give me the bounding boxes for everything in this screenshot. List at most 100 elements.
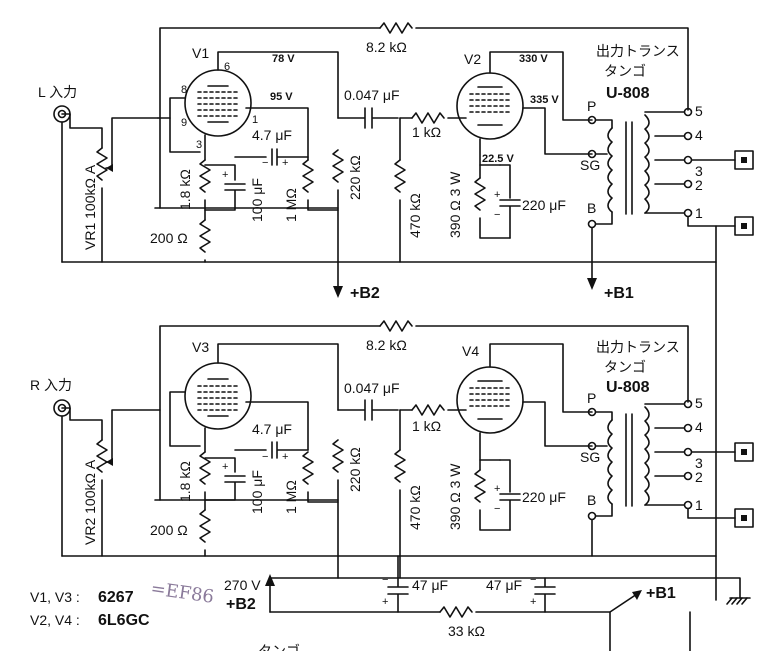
svg-text:+: +	[530, 596, 536, 608]
vr1-label: VR1 100kΩ A	[82, 164, 98, 250]
svg-text:1 kΩ: 1 kΩ	[412, 418, 441, 434]
svg-text:6267: 6267	[98, 589, 134, 606]
svg-text:B: B	[587, 200, 596, 216]
svg-text:出力トランス: 出力トランス	[596, 339, 680, 355]
svg-text:タンゴ: タンゴ	[258, 643, 300, 651]
svg-text:タンゴ: タンゴ	[604, 359, 646, 375]
svg-text:0.047 μF: 0.047 μF	[344, 87, 400, 103]
svg-text:100 μF: 100 μF	[249, 178, 265, 222]
svg-text:−: −	[262, 157, 268, 169]
svg-text:1.8 kΩ: 1.8 kΩ	[177, 461, 193, 502]
svg-text:0.047 μF: 0.047 μF	[344, 380, 400, 396]
svg-text:2: 2	[695, 177, 703, 193]
svg-text:+B1: +B1	[646, 585, 676, 602]
svg-text:33 kΩ: 33 kΩ	[448, 623, 485, 639]
svg-text:3: 3	[695, 163, 703, 179]
v1-tube	[184, 69, 252, 137]
svg-text:1: 1	[695, 205, 703, 221]
svg-text:−: −	[494, 503, 500, 515]
svg-text:+: +	[494, 189, 500, 201]
svg-text:4: 4	[695, 127, 703, 143]
power-section: − + 47 μF − + 47 μF +B1 33 kΩ 270 V +B2	[224, 555, 751, 651]
svg-text:6: 6	[224, 61, 230, 73]
right-output-transformer: P SG B 5 4 3 2 1	[580, 390, 703, 521]
svg-text:220 μF: 220 μF	[522, 197, 566, 213]
svg-text:8: 8	[181, 84, 187, 96]
svg-text:4.7 μF: 4.7 μF	[252, 127, 292, 143]
svg-text:8.2 kΩ: 8.2 kΩ	[366, 39, 407, 55]
svg-text:P: P	[587, 390, 596, 406]
svg-text:470 kΩ: 470 kΩ	[407, 193, 423, 238]
svg-text:1 MΩ: 1 MΩ	[283, 480, 299, 514]
svg-text:−: −	[382, 574, 388, 586]
svg-text:220 μF: 220 μF	[522, 489, 566, 505]
svg-text:3: 3	[196, 139, 202, 151]
left-input-label: L 入力	[38, 84, 77, 100]
svg-text:+B2: +B2	[226, 596, 256, 613]
svg-text:SG: SG	[580, 449, 600, 465]
svg-text:9: 9	[181, 117, 187, 129]
v4-label: V4	[462, 343, 479, 359]
svg-text:+B2: +B2	[350, 285, 380, 302]
svg-text:V2, V4 :: V2, V4 :	[30, 612, 80, 628]
svg-text:100 μF: 100 μF	[249, 470, 265, 514]
svg-text:78 V: 78 V	[272, 53, 295, 65]
svg-text:2: 2	[695, 469, 703, 485]
svg-text:1 MΩ: 1 MΩ	[283, 188, 299, 222]
svg-text:U-808: U-808	[606, 85, 650, 102]
svg-text:1: 1	[252, 114, 258, 126]
svg-text:P: P	[587, 98, 596, 114]
svg-text:95 V: 95 V	[270, 91, 293, 103]
svg-text:4.7 μF: 4.7 μF	[252, 421, 292, 437]
svg-text:8.2 kΩ: 8.2 kΩ	[366, 337, 407, 353]
vr2-label: VR2 100kΩ A	[82, 459, 98, 545]
svg-text:1 kΩ: 1 kΩ	[412, 124, 441, 140]
svg-text:4: 4	[695, 419, 703, 435]
svg-text:V1, V3 :: V1, V3 :	[30, 589, 80, 605]
svg-text:+: +	[282, 451, 288, 463]
svg-text:22.5 V: 22.5 V	[482, 153, 514, 165]
right-input-label: R 入力	[30, 377, 72, 393]
svg-text:200 Ω: 200 Ω	[150, 230, 188, 246]
svg-text:1.8 kΩ: 1.8 kΩ	[177, 169, 193, 210]
svg-text:+: +	[494, 483, 500, 495]
left-channel: L 入力 VR1 100kΩ A V1 6 8 9 3 1 78 V 95 V	[38, 22, 754, 601]
svg-text:−: −	[530, 574, 536, 586]
svg-text:B: B	[587, 492, 596, 508]
svg-text:出力トランス: 出力トランス	[596, 43, 680, 59]
v2-label: V2	[464, 51, 481, 67]
svg-text:1: 1	[695, 497, 703, 513]
left-output-transformer: P SG B 5 4 3 2 1	[580, 98, 703, 229]
svg-text:3: 3	[695, 455, 703, 471]
tube-legend: V1, V3 : 6267 =EF86 V2, V4 : 6L6GC	[30, 578, 215, 629]
svg-text:5: 5	[695, 103, 703, 119]
svg-text:470 kΩ: 470 kΩ	[407, 485, 423, 530]
svg-text:335 V: 335 V	[530, 94, 559, 106]
svg-text:270 V: 270 V	[224, 577, 261, 593]
v4-tube	[456, 366, 524, 434]
svg-text:47 μF: 47 μF	[412, 577, 448, 593]
svg-text:200 Ω: 200 Ω	[150, 522, 188, 538]
svg-text:SG: SG	[580, 157, 600, 173]
v3-tube	[184, 362, 252, 430]
svg-text:=EF86: =EF86	[149, 578, 215, 608]
svg-text:タンゴ: タンゴ	[604, 63, 646, 79]
svg-text:6L6GC: 6L6GC	[98, 612, 150, 629]
v1-label: V1	[192, 45, 209, 61]
svg-text:+B1: +B1	[604, 285, 634, 302]
v3-label: V3	[192, 339, 209, 355]
svg-text:5: 5	[695, 395, 703, 411]
svg-text:+: +	[222, 169, 228, 181]
svg-text:390 Ω 3 W: 390 Ω 3 W	[447, 463, 463, 530]
svg-text:U-808: U-808	[606, 379, 650, 396]
svg-text:−: −	[262, 451, 268, 463]
right-channel: R 入力 VR2 100kΩ A V3 1.8 kΩ 200 Ω + 100 μ…	[30, 320, 754, 579]
svg-text:+: +	[382, 596, 388, 608]
svg-text:+: +	[282, 157, 288, 169]
svg-text:+: +	[222, 461, 228, 473]
svg-text:220 kΩ: 220 kΩ	[347, 447, 363, 492]
svg-text:390 Ω 3 W: 390 Ω 3 W	[447, 171, 463, 238]
v2-tube	[456, 72, 524, 140]
svg-text:47 μF: 47 μF	[486, 577, 522, 593]
